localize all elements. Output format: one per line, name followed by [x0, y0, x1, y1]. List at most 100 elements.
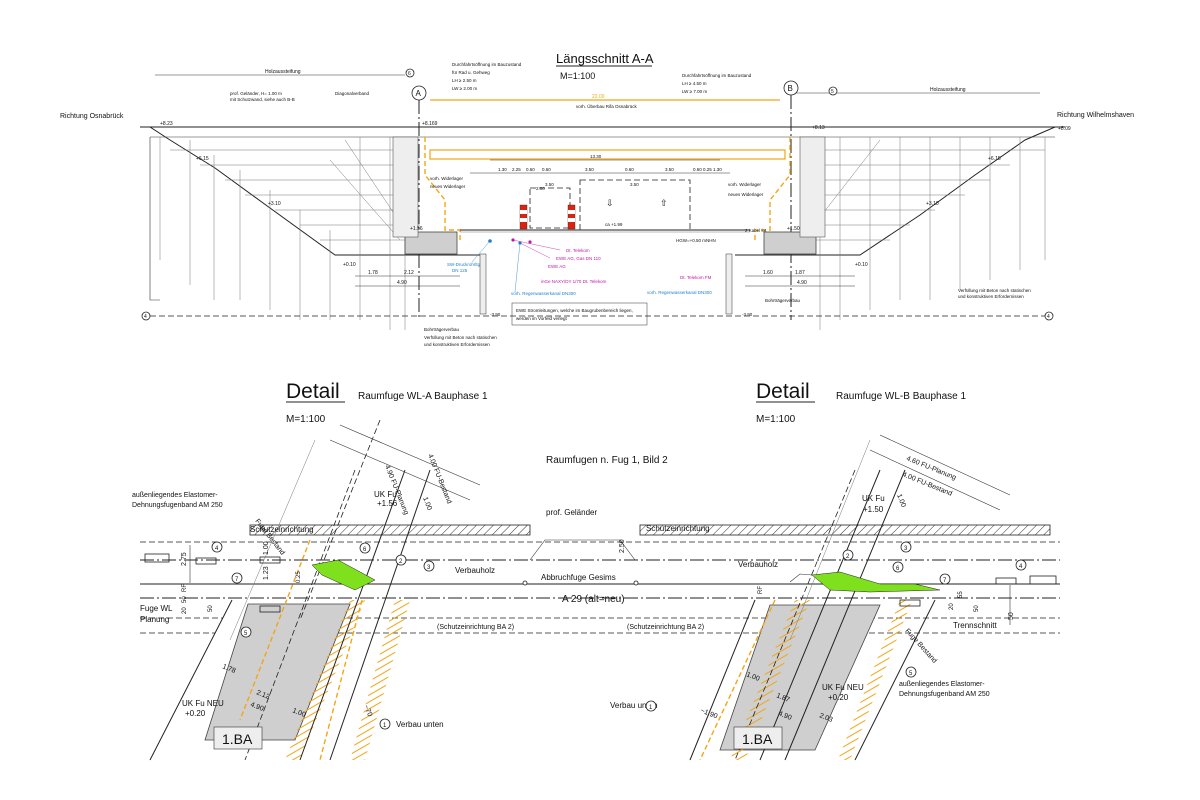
svg-text:EWE AG: EWE AG	[548, 264, 566, 269]
svg-text:Dt. Telekom: Dt. Telekom	[566, 248, 590, 253]
svg-text:50: 50	[208, 605, 214, 612]
svg-text:EWE Stromleitungen, welche im: EWE Stromleitungen, welche im Baugrubenb…	[516, 308, 633, 313]
svg-text:(Schutzeinrichtung BA 2): (Schutzeinrichtung BA 2)	[627, 624, 704, 631]
svg-text:4.90: 4.90	[777, 710, 792, 722]
svg-text:1: 1	[649, 705, 653, 711]
svg-text:3: 3	[427, 565, 431, 571]
svg-text:2: 2	[399, 559, 403, 565]
svg-text:0.25: 0.25	[296, 571, 302, 583]
svg-text:SW-Druckrohrltg.: SW-Druckrohrltg.	[447, 262, 481, 267]
svg-text:werden im Vorfeld verlegt: werden im Vorfeld verlegt	[516, 316, 568, 321]
barrier-right	[567, 204, 576, 230]
svg-text:Diagonalverband: Diagonalverband	[335, 91, 370, 96]
abbruchfuge-label: Abbruchfuge Gesims	[541, 573, 616, 582]
svg-text:UK Fu NEU: UK Fu NEU	[182, 699, 224, 708]
svg-text:+1.50: +1.50	[787, 226, 800, 232]
svg-text:2.03: 2.03	[818, 712, 833, 724]
pile-right	[725, 253, 733, 315]
svg-text:DN 125: DN 125	[452, 268, 468, 273]
svg-text:1.78: 1.78	[221, 663, 236, 675]
svg-text:+8.23: +8.23	[160, 121, 173, 127]
svg-text:0.60: 0.60	[693, 167, 702, 172]
svg-text:2.75: 2.75	[181, 552, 188, 566]
pile-left	[479, 253, 487, 315]
svg-text:7: 7	[235, 577, 239, 583]
callout-6	[405, 68, 415, 78]
svg-text:für Rad u. Gehweg: für Rad u. Gehweg	[452, 70, 490, 75]
detail-left-title: Detail	[286, 380, 340, 403]
svg-text:0.25: 0.25	[703, 167, 712, 172]
callout-5	[828, 86, 838, 96]
svg-text:3.50: 3.50	[630, 182, 639, 187]
svg-text:Durchfahrtsöffnung im Bauzusta: Durchfahrtsöffnung im Bauzustand	[452, 62, 522, 67]
svg-text:+0.10: +0.10	[343, 262, 356, 268]
svg-text:und konstruktiven Erforderniss: und konstruktiven Erfordernissen	[424, 342, 490, 347]
svg-text:+8.169: +8.169	[422, 121, 438, 127]
svg-text:Trennschnitt: Trennschnitt	[953, 621, 998, 630]
protection-device-right	[639, 524, 1051, 536]
svg-text:4: 4	[1047, 314, 1050, 320]
svg-text:3.50: 3.50	[545, 182, 554, 187]
svg-text:+8.09: +8.09	[1058, 126, 1071, 132]
svg-text:Verfüllung mit Beton nach stat: Verfüllung mit Beton nach statischen	[424, 335, 497, 340]
callouts-right: 2 3 6 7 4 5 1	[645, 541, 1027, 712]
svg-text:4: 4	[144, 314, 147, 320]
svg-text:LH ≥ 2.50 m: LH ≥ 2.50 m	[452, 78, 477, 83]
svg-text:+1.56: +1.56	[377, 499, 398, 508]
joint-band-right	[811, 571, 941, 593]
phase-label-box-right	[733, 726, 783, 750]
svg-text:4.90: 4.90	[249, 701, 264, 713]
direction-left: Richtung Osnabrück	[60, 113, 124, 120]
callouts-left: 4 7 5 6 2 3 1	[211, 541, 435, 730]
svg-text:Verbau unten: Verbau unten	[396, 720, 444, 729]
svg-text:EWE AG, Gas DN 110: EWE AG, Gas DN 110	[556, 256, 601, 261]
phase-label-box-left	[213, 726, 263, 750]
svg-text:1.00: 1.00	[895, 493, 907, 508]
svg-text:2 Kabel lot: 2 Kabel lot	[745, 228, 767, 233]
svg-text:Bohrträgerverbau: Bohrträgerverbau	[765, 298, 801, 303]
svg-text:~1.90: ~1.90	[699, 707, 718, 720]
svg-text:Verfüllung mit Beton nach stat: Verfüllung mit Beton nach statischen	[958, 288, 1031, 293]
svg-text:vorh. Widerlager: vorh. Widerlager	[728, 182, 762, 187]
svg-text:1.30: 1.30	[498, 167, 507, 172]
svg-text:-3.90: -3.90	[742, 312, 753, 317]
svg-text:mit Schutzwand, siehe auch B-B: mit Schutzwand, siehe auch B-B	[230, 97, 295, 102]
abutment-right-outline	[754, 137, 791, 240]
svg-text:1.00: 1.00	[421, 496, 433, 511]
svg-text:50: 50	[182, 596, 188, 603]
svg-text:+0.10: +0.10	[855, 262, 868, 268]
gelaender-label: prof. Geländer	[546, 508, 597, 517]
svg-text:5: 5	[244, 631, 248, 637]
svg-text:1.60: 1.60	[763, 270, 773, 276]
svg-text:2.25: 2.25	[512, 167, 521, 172]
svg-text:2.50: 2.50	[619, 539, 626, 553]
detail-left: Detail M=1:100 Raumfuge WL-A Bauphase 1 …	[132, 380, 514, 761]
svg-text:A: A	[416, 89, 422, 98]
svg-text:3.50: 3.50	[585, 167, 594, 172]
svg-text:UK Fu NEU: UK Fu NEU	[822, 683, 864, 692]
svg-text:50: 50	[974, 605, 980, 612]
svg-text:1.BA: 1.BA	[742, 731, 773, 747]
svg-text:LH ≥ 4.50 m: LH ≥ 4.50 m	[682, 81, 707, 86]
svg-text:6: 6	[896, 566, 900, 572]
svg-text:neues Widerlager: neues Widerlager	[728, 192, 764, 197]
svg-text:LW ≥ 7.00 m: LW ≥ 7.00 m	[682, 89, 707, 94]
svg-text:Dehnungsfugenband AM 250: Dehnungsfugenband AM 250	[132, 502, 223, 509]
svg-text:6: 6	[363, 547, 367, 553]
svg-text:neues Widerlager: neues Widerlager	[430, 184, 466, 189]
holz-right-label: Holzaussteifung	[930, 87, 966, 93]
svg-text:Dt. Telekom FM: Dt. Telekom FM	[680, 275, 712, 280]
svg-text:+1.50: +1.50	[863, 505, 884, 514]
detail-right: Detail M=1:100 Raumfuge WL-B Bauphase 1 …	[610, 380, 1057, 761]
svg-text:M=1:100: M=1:100	[756, 414, 796, 425]
svg-text:~70: ~70	[362, 704, 373, 718]
svg-text:1.87: 1.87	[775, 692, 790, 704]
detail-right-title: Detail	[756, 380, 810, 403]
dimension-bottom-left: 1.78 2.12 4.90	[355, 270, 460, 287]
svg-text:vorh. Regenwasserkanal DN300: vorh. Regenwasserkanal DN300	[511, 291, 576, 296]
svg-text:-3.90: -3.90	[490, 312, 501, 317]
svg-text:+6.15: +6.15	[196, 156, 209, 162]
protection-device-left	[249, 524, 531, 536]
svg-text:Bohrträgerverbau: Bohrträgerverbau	[424, 327, 460, 332]
svg-text:1.BA: 1.BA	[222, 731, 253, 747]
